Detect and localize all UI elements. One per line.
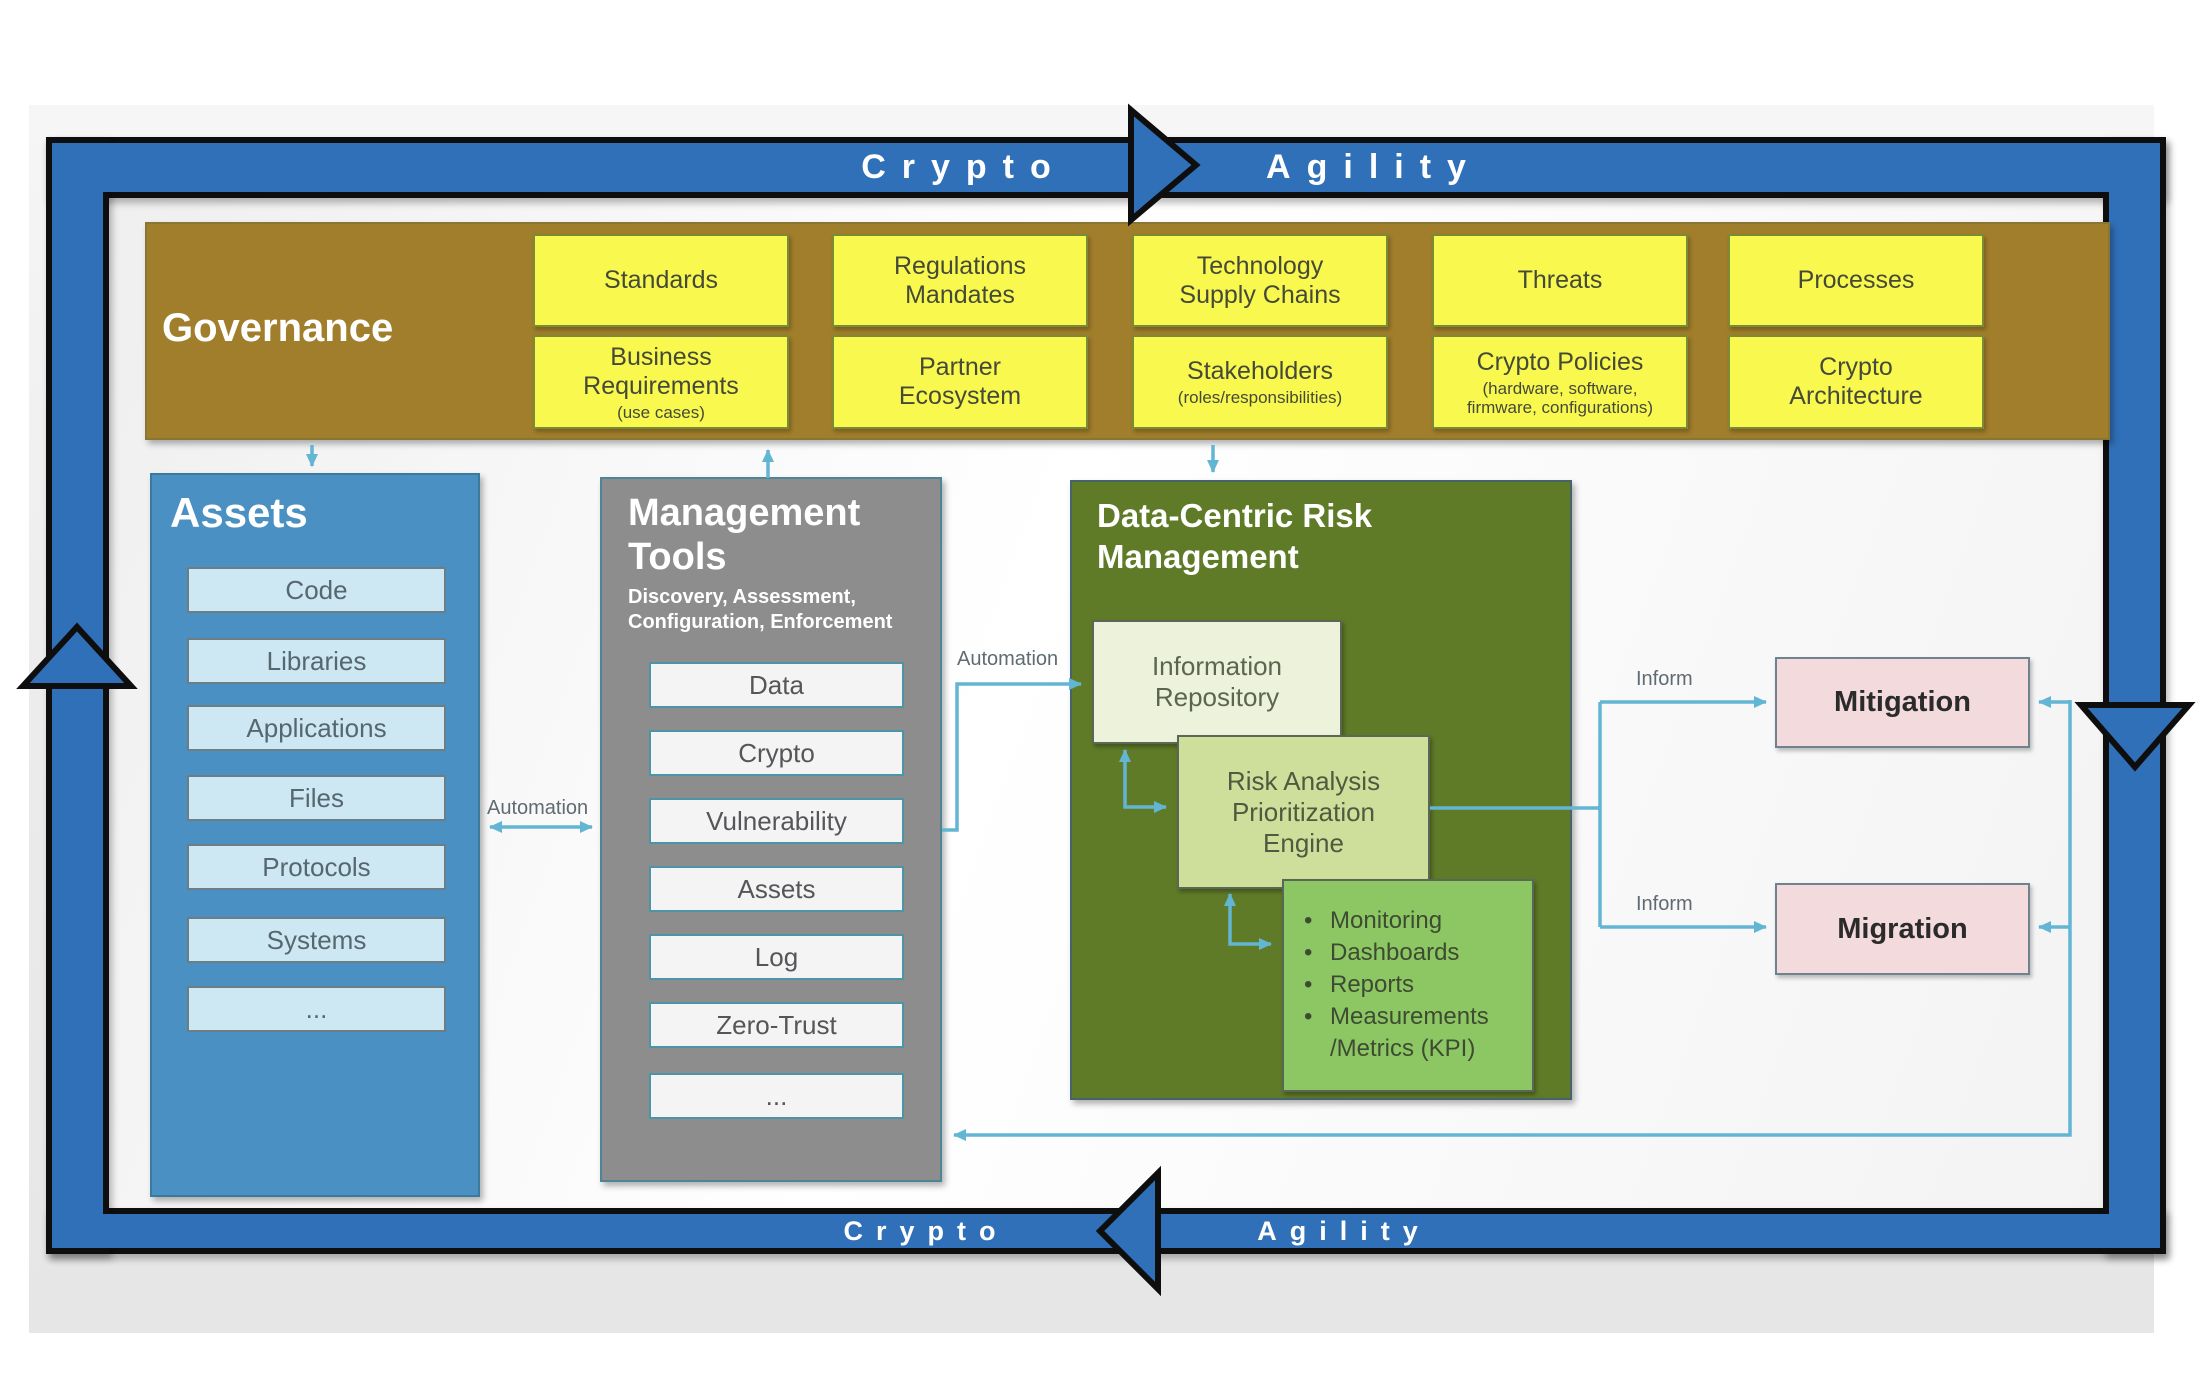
tool-item-crypto: Crypto <box>649 730 904 776</box>
gov-box-sublabel: (hardware, software, firmware, configura… <box>1466 378 1654 417</box>
asset-item-protocols: Protocols <box>187 844 446 890</box>
gov-box-label: Threats <box>1517 266 1603 294</box>
risk-output-measurements: Measurements /Metrics (KPI) <box>1294 1001 1524 1065</box>
loop-band-left <box>52 143 103 1248</box>
gov-box-label: Partner Ecosystem <box>898 353 1022 410</box>
loop-band-right <box>2109 143 2160 1248</box>
asset-item-more: ... <box>187 986 446 1032</box>
governance-bar: Governance Standards Regulations Mandate… <box>145 222 2110 440</box>
asset-item-libraries: Libraries <box>187 638 446 684</box>
gov-box-business-requirements: Business Requirements(use cases) <box>533 335 789 429</box>
gov-box-regulations-mandates: Regulations Mandates <box>832 234 1088 327</box>
gov-box-label: Technology Supply Chains <box>1179 251 1341 309</box>
asset-item-applications: Applications <box>187 705 446 751</box>
risk-management-panel: Data-Centric Risk Management Information… <box>1070 480 1572 1100</box>
migration-box: Migration <box>1775 883 2030 975</box>
tool-item-more: ... <box>649 1073 904 1119</box>
loop-band-bottom <box>52 1214 2160 1248</box>
risk-outputs-box: Monitoring Dashboards Reports Measuremen… <box>1282 879 1534 1092</box>
loop-label-bottom-agility: Agility <box>1257 1216 1431 1246</box>
assets-panel: Assets Code Libraries Applications Files… <box>150 473 480 1197</box>
gov-box-label: Processes <box>1797 266 1915 294</box>
tool-item-vulnerability: Vulnerability <box>649 798 904 844</box>
gov-box-standards: Standards <box>533 234 789 327</box>
gov-box-label: Crypto Architecture <box>1789 353 1923 410</box>
gov-box-label: Business Requirements <box>583 342 739 400</box>
tool-item-log: Log <box>649 934 904 980</box>
gov-box-stakeholders: Stakeholders (roles/responsibilities) <box>1132 335 1388 429</box>
risk-output-monitoring: Monitoring <box>1294 905 1524 937</box>
tool-item-zero-trust: Zero-Trust <box>649 1002 904 1048</box>
inform-label-migration: Inform <box>1636 893 1693 915</box>
gov-box-technology-supply-chains: Technology Supply Chains <box>1132 234 1388 327</box>
inform-label-mitigation: Inform <box>1636 668 1693 690</box>
gov-box-crypto-architecture: Crypto Architecture <box>1728 335 1984 429</box>
risk-engine-box: Risk Analysis Prioritization Engine <box>1177 735 1430 889</box>
risk-output-dashboards: Dashboards <box>1294 937 1524 969</box>
risk-output-reports: Reports <box>1294 969 1524 1001</box>
gov-box-partner-ecosystem: Partner Ecosystem <box>832 335 1088 429</box>
loop-label-bottom-crypto: Crypto <box>843 1216 1009 1246</box>
gov-box-threats: Threats <box>1432 234 1688 327</box>
loop-label-top-crypto: Crypto <box>861 148 1067 186</box>
automation-label-assets-tools: Automation <box>487 797 589 819</box>
governance-title: Governance <box>162 306 394 350</box>
automation-label-tools-risk: Automation <box>957 648 1059 670</box>
loop-label-top-agility: Agility <box>1266 148 1482 186</box>
management-tools-panel: Management Tools Discovery, Assessment, … <box>600 477 942 1182</box>
gov-box-sublabel: (use cases) <box>617 402 705 422</box>
risk-outputs-list: Monitoring Dashboards Reports Measuremen… <box>1294 905 1524 1065</box>
gov-box-label: Regulations Mandates <box>893 251 1027 309</box>
tool-item-data: Data <box>649 662 904 708</box>
gov-box-crypto-policies: Crypto Policies(hardware, software, firm… <box>1432 335 1688 429</box>
gov-box-processes: Processes <box>1728 234 1984 327</box>
management-tools-subtitle: Discovery, Assessment, Configuration, En… <box>628 586 893 633</box>
gov-box-sublabel: (roles/responsibilities) <box>1177 388 1343 407</box>
asset-item-files: Files <box>187 775 446 821</box>
risk-management-title: Data-Centric Risk Management <box>1097 497 1373 575</box>
asset-item-code: Code <box>187 567 446 613</box>
information-repository-box: Information Repository <box>1092 620 1342 744</box>
tool-item-assets: Assets <box>649 866 904 912</box>
gov-box-label: Standards <box>604 266 718 294</box>
loop-band-top <box>52 143 2160 192</box>
asset-item-systems: Systems <box>187 917 446 963</box>
mitigation-box: Mitigation <box>1775 657 2030 748</box>
assets-title: Assets <box>170 489 308 536</box>
management-tools-title: Management Tools <box>628 492 861 578</box>
gov-box-label: Crypto Policies <box>1476 347 1644 376</box>
gov-box-label: Stakeholders <box>1187 357 1333 385</box>
